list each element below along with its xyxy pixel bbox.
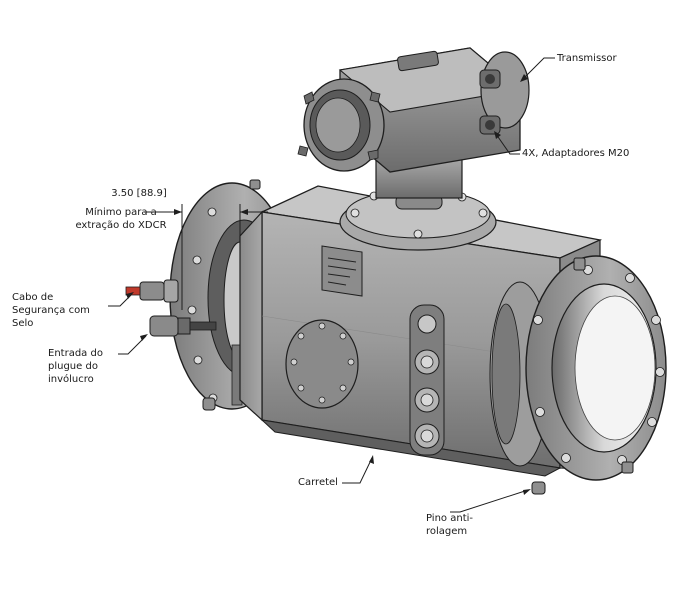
label-transmitter: Transmissor bbox=[557, 53, 617, 64]
label-plug-line1: Entrada do bbox=[48, 348, 103, 359]
transmitter-head bbox=[297, 47, 530, 173]
label-pin-line2: rolagem bbox=[426, 526, 468, 537]
left-connectors bbox=[125, 279, 217, 337]
label-cable-line1: Cabo de bbox=[12, 292, 54, 303]
label-adapters: 4X, Adaptadores M20 bbox=[522, 148, 630, 159]
access-cover bbox=[285, 319, 359, 409]
dimension-callout bbox=[144, 204, 268, 310]
leader-lines bbox=[108, 57, 555, 513]
label-spool: Carretel bbox=[298, 477, 338, 488]
label-cable-line3: Selo bbox=[12, 318, 34, 329]
label-min-line2: extração do XDCR bbox=[75, 220, 167, 231]
port-column bbox=[409, 304, 445, 456]
transmitter-base bbox=[339, 157, 497, 251]
label-pin-line1: Pino anti- bbox=[426, 513, 473, 524]
label-dimension: 3.50 [88.9] bbox=[111, 188, 167, 199]
label-plug-line2: plugue do bbox=[48, 361, 98, 372]
label-min-line1: Mínimo para a bbox=[85, 207, 157, 218]
nameplate bbox=[321, 245, 363, 297]
label-cable-line2: Segurança com bbox=[12, 305, 90, 316]
label-plug-line3: invólucro bbox=[48, 374, 94, 385]
right-flange bbox=[525, 255, 667, 495]
